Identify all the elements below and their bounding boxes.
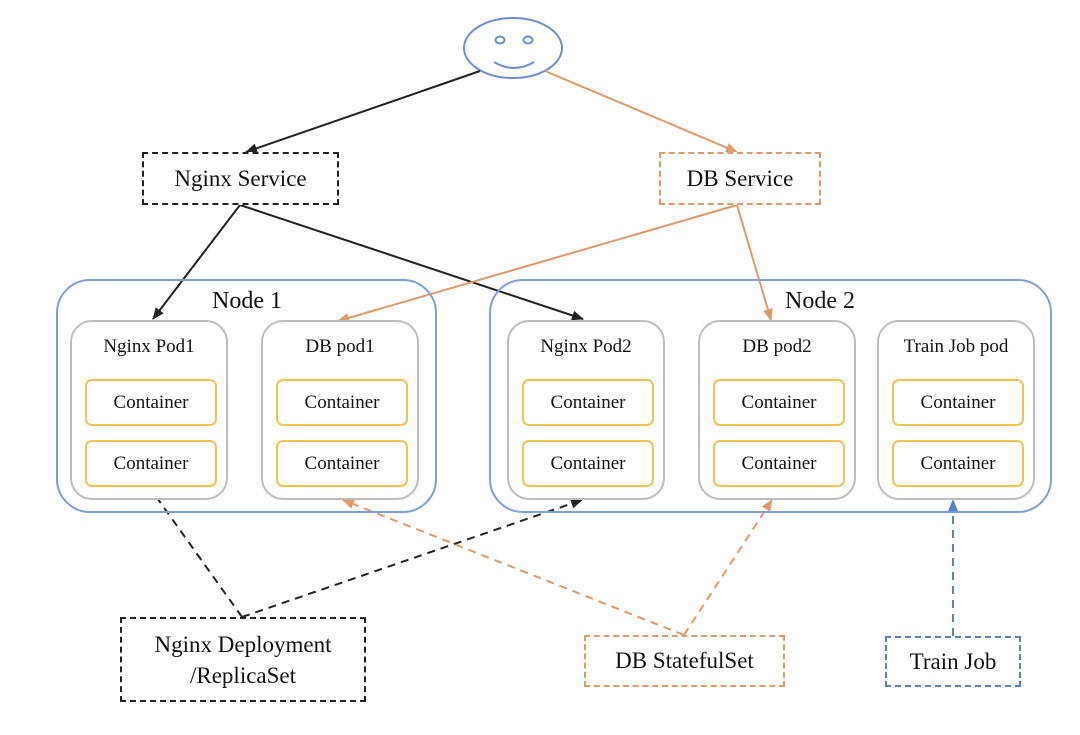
arrow-user-to-nginx-service [245,70,481,154]
pod-db-1: DB pod1 Container Container [261,320,419,500]
pod-nginx-2: Nginx Pod2 Container Container [507,320,665,500]
container: Container [276,440,408,487]
train-job-box: Train Job [885,636,1021,687]
nginx-service-box: Nginx Service [142,152,339,205]
arrow-nginx-service-to-pod1 [152,204,241,320]
pod-db-2: DB pod2 Container Container [698,320,856,500]
arrow-db-service-to-pod2 [736,204,773,321]
nginx-deployment-box: Nginx Deployment /ReplicaSet [120,617,366,702]
db-statefulset-box: DB StatefulSet [584,635,785,687]
container: Container [85,379,217,426]
container: Container [85,440,217,487]
pod-label: DB pod1 [305,336,375,357]
smiley-face-icon [463,17,563,79]
arrow-deployment-to-pod2 [241,498,583,618]
container: Container [276,379,408,426]
node-2-label: Node 2 [785,288,855,314]
train-job-label: Train Job [909,648,997,674]
pod-label: DB pod2 [742,336,812,357]
node-1-label: Node 1 [212,288,282,314]
arrow-user-to-db-service [544,70,738,153]
pod-label: Nginx Pod1 [103,336,195,357]
pod-label: Nginx Pod2 [540,336,632,357]
node-2: Node 2 Nginx Pod2 Container Container DB… [489,279,1052,513]
container: Container [522,379,654,426]
nginx-service-label: Nginx Service [174,165,307,191]
container: Container [713,379,845,426]
db-service-box: DB Service [659,152,821,205]
pod-train-job: Train Job pod Container Container [877,320,1035,500]
nginx-replicaset-label: /ReplicaSet [189,662,297,688]
pod-label: Train Job pod [903,336,1009,357]
container: Container [713,440,845,487]
arrow-nginx-service-to-pod2 [239,204,584,321]
container: Container [522,440,654,487]
container: Container [892,379,1024,426]
arrow-statefulset-to-pod2 [683,499,773,636]
db-service-label: DB Service [686,165,794,191]
pod-nginx-1: Nginx Pod1 Container Container [70,320,228,500]
arrow-deployment-to-pod1 [149,487,243,618]
arrow-statefulset-to-pod1 [342,499,685,636]
nginx-deployment-label: Nginx Deployment [154,631,332,657]
container: Container [892,440,1024,487]
node-1: Node 1 Nginx Pod1 Container Container DB… [56,279,437,513]
db-statefulset-label: DB StatefulSet [615,648,754,673]
